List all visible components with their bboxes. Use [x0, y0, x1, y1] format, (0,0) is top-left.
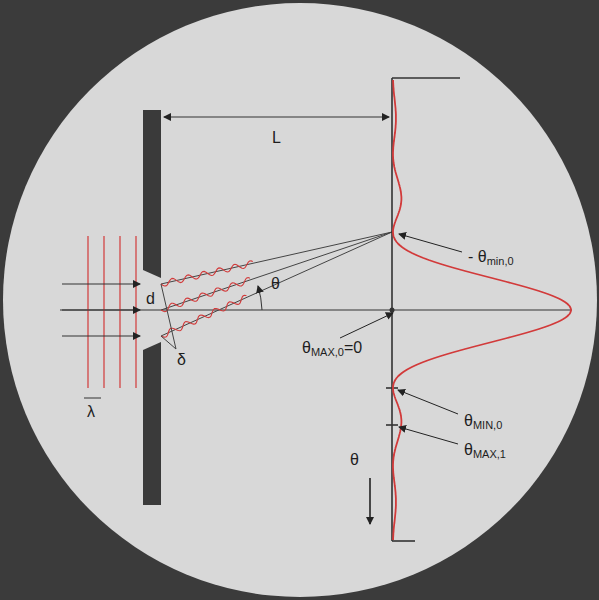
background-disc [3, 3, 597, 597]
angle-arc [258, 286, 262, 310]
min-angle-label: - θmin,0 [466, 249, 516, 267]
diffracted-rays [161, 232, 392, 336]
wavefronts [88, 236, 136, 388]
slit-plate [143, 110, 161, 505]
path-difference-label: δ [177, 352, 186, 368]
distance-dimension [164, 116, 389, 117]
direction-label: θ [350, 452, 359, 468]
distance-label: L [272, 130, 281, 146]
angle-label: θ [271, 276, 280, 292]
screen [386, 78, 460, 541]
min-angle-label: θMIN,0 [462, 413, 504, 431]
ray-waves [161, 261, 253, 337]
wavelength-bar [84, 398, 101, 399]
max-angle-label: θMAX,0=0 [300, 340, 364, 358]
wavelength-label: λ [87, 404, 95, 420]
leader-lines [340, 234, 462, 524]
intensity-curve [393, 80, 571, 540]
max-angle-label: θMAX,1 [462, 442, 508, 460]
center-dot [390, 308, 395, 313]
path-difference-mark [161, 284, 176, 349]
optical-axis [60, 309, 572, 310]
slit-width-label: d [146, 291, 155, 307]
incoming-rays [62, 284, 140, 336]
